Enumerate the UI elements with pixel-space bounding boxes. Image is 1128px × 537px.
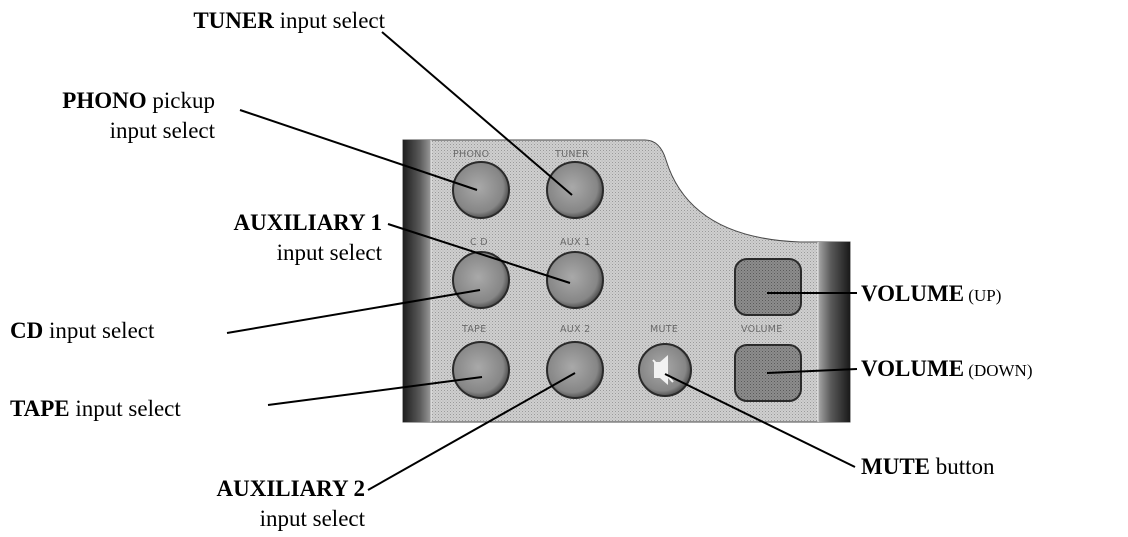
- callout-aux2-line2: input select: [259, 506, 365, 531]
- callout-aux1: AUXILIARY 1 input select: [100, 208, 383, 268]
- callout-tape-text: input select: [69, 396, 181, 421]
- callout-aux2: AUXILIARY 2 input select: [60, 474, 366, 534]
- panel-label-aux2: AUX 2: [560, 324, 591, 335]
- aux2-button[interactable]: [546, 341, 604, 399]
- leader-tape: [267, 376, 483, 406]
- leader-mute: [664, 373, 856, 468]
- callout-mute-bold: MUTE: [861, 454, 930, 479]
- panel-label-phono: PHONO: [453, 149, 489, 160]
- leader-phono: [239, 109, 478, 191]
- panel-right-edge: [818, 242, 850, 422]
- panel-label-volume: VOLUME: [741, 324, 783, 335]
- callout-volume-up-bold: VOLUME: [861, 281, 965, 306]
- leader-cd: [226, 289, 481, 334]
- leader-lines: [226, 31, 858, 491]
- panel-label-aux1: AUX 1: [560, 237, 591, 248]
- callout-tuner-text: input select: [273, 8, 385, 33]
- leader-aux1: [387, 223, 571, 284]
- tuner-button[interactable]: [546, 161, 604, 219]
- callout-cd-bold: CD: [10, 318, 44, 343]
- callout-mute-text: button: [930, 454, 995, 479]
- leader-aux2: [367, 372, 576, 491]
- callout-aux1-line2: input select: [276, 240, 382, 265]
- callout-volume-up: VOLUME (UP): [861, 279, 1001, 311]
- callout-volume-down-bold: VOLUME: [861, 356, 965, 381]
- panel-left-edge: [403, 140, 431, 422]
- callout-phono-line2: input select: [109, 118, 215, 143]
- callout-volume-down: VOLUME (DOWN): [861, 354, 1033, 386]
- callout-tuner: TUNER input select: [85, 6, 385, 36]
- tape-button[interactable]: [452, 341, 510, 399]
- panel-label-cd: C D: [470, 237, 488, 248]
- callout-cd-text: input select: [43, 318, 155, 343]
- leader-volume-down: [766, 368, 858, 374]
- callout-cd: CD input select: [10, 316, 154, 346]
- panel-label-tape: TAPE: [461, 324, 487, 335]
- leader-tuner: [381, 31, 573, 196]
- panel-label-tuner: TUNER: [554, 149, 589, 160]
- callout-tape: TAPE input select: [10, 394, 181, 424]
- callout-phono-text: pickup: [146, 88, 215, 113]
- callout-aux2-bold: AUXILIARY 2: [216, 476, 366, 501]
- mute-button[interactable]: [638, 343, 692, 397]
- cd-button[interactable]: [452, 251, 510, 309]
- callout-volume-up-text: (UP): [964, 286, 1002, 305]
- callout-tuner-bold: TUNER: [193, 8, 274, 33]
- mute-speaker-icon: [652, 355, 674, 385]
- callout-mute: MUTE button: [861, 452, 995, 482]
- callout-volume-down-text: (DOWN): [964, 361, 1033, 380]
- panel-label-mute: MUTE: [650, 324, 678, 335]
- callout-phono-bold: PHONO: [62, 88, 147, 113]
- callout-phono: PHONO pickup input select: [0, 86, 215, 146]
- callout-tape-bold: TAPE: [10, 396, 70, 421]
- phono-button[interactable]: [452, 161, 510, 219]
- callout-aux1-bold: AUXILIARY 1: [233, 210, 383, 235]
- volume-up-button[interactable]: [734, 258, 802, 316]
- aux1-button[interactable]: [546, 251, 604, 309]
